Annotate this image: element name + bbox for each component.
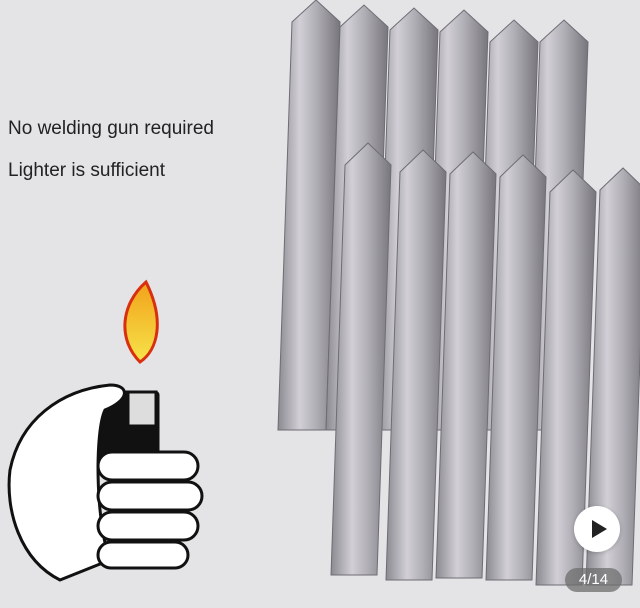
play-button[interactable]: [574, 506, 620, 552]
welding-rod: [435, 151, 497, 579]
welding-rod: [485, 154, 547, 581]
flame-icon: [123, 279, 159, 364]
welding-rod: [535, 169, 597, 586]
welding-rod: [330, 142, 392, 576]
welding-rod: [385, 149, 447, 581]
carousel-counter: 4/14: [565, 568, 622, 592]
caption-line-1: No welding gun required: [8, 118, 214, 139]
caption-line-2: Lighter is sufficient: [8, 160, 166, 181]
hand-holding-lighter-icon: [7, 383, 204, 582]
welding-rods-front-row: [330, 142, 640, 586]
